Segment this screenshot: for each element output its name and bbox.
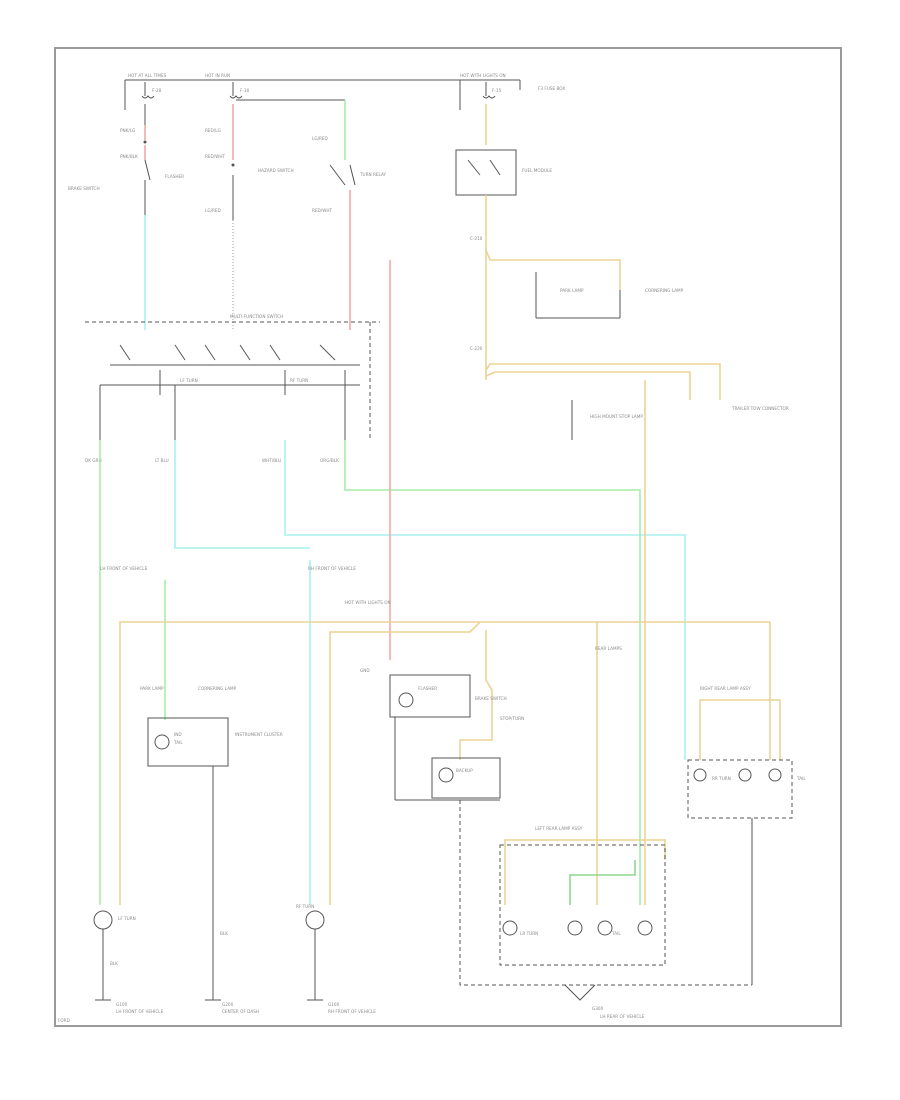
label-multifunction: MULTI-FUNCTION SWITCH — [230, 314, 283, 319]
label-org-blk: ORG/BLK — [320, 458, 339, 463]
fuse-3-label: F-15 — [492, 88, 502, 93]
wire-lg-red: LG/RED — [205, 208, 221, 213]
fuel-module-area: FUEL MODULE C-210 PARK LAMP CORNERING LA… — [455, 104, 789, 440]
label-lr-turn: LR TURN — [520, 931, 538, 936]
left-front-lamp-module: IND TAIL INSTRUMENT CLUSTER BLK — [147, 717, 283, 1000]
label-flasher: FLASHER — [165, 174, 184, 179]
label-park-lamp: PARK LAMP — [560, 288, 584, 293]
label-hot-with-lights: HOT WITH LIGHTS ON — [460, 73, 506, 78]
label-blk-lf: BLK — [110, 961, 118, 966]
rear-ground-path: G300 LH REAR OF VEHICLE — [459, 800, 752, 1019]
wire-pnk-lg: PNK/LG — [120, 128, 135, 133]
label-c210: C-210 — [470, 236, 483, 241]
label-hazard-switch: HAZARD SWITCH — [258, 168, 294, 173]
switch-output-labels: DK GRN LT BLU WHT/BLU ORG/BLK — [85, 458, 339, 463]
label-rh-front: RH FRONT OF VEHICLE — [308, 566, 356, 571]
label-flasher-2: FLASHER — [418, 686, 437, 691]
label-ind: IND — [174, 732, 182, 737]
right-front-lamp: RF TURN G100 RH FRONT OF VEHICLE — [296, 904, 376, 1014]
label-lf-turn: LF TURN — [118, 916, 136, 921]
label-brake-2: BRAKE SWITCH — [475, 696, 507, 701]
label-tail-2: TAIL — [796, 776, 806, 781]
wire-red-lg: RED/LG — [205, 128, 221, 133]
fuse-group: F-28 F-30 F-15 F3 FUSE BOX — [141, 82, 565, 99]
label-high-mount: HIGH MOUNT STOP LAMP — [590, 414, 643, 419]
label-lh-front: LH FRONT OF VEHICLE — [100, 566, 148, 571]
label-wht-blu: WHT/BLU — [262, 458, 281, 463]
label-tail-3: TAIL — [611, 931, 621, 936]
label-rf-turn: RF TURN — [296, 904, 314, 909]
wire-red-wht-2: RED/WHT — [312, 208, 332, 213]
label-c220: C-220 — [470, 346, 483, 351]
label-rear-lamps: REAR LAMPS — [595, 646, 622, 651]
power-bus: HOT AT ALL TIMES HOT IN RUN HOT WITH LIG… — [124, 73, 521, 110]
label-hot-at-all-times: HOT AT ALL TIMES — [128, 73, 167, 78]
label-rr-turn: RR TURN — [712, 776, 731, 781]
fuse-2-label: F-30 — [240, 88, 250, 93]
label-gnd: GND — [360, 668, 370, 673]
label-backup: BACKUP — [456, 768, 473, 773]
mid-labels: LH FRONT OF VEHICLE RH FRONT OF VEHICLE … — [100, 566, 391, 691]
wire-pnk-blk: PNK/BLK — [120, 154, 138, 159]
label-g200: G200 — [222, 1002, 234, 1007]
diagram-frame — [54, 47, 842, 1027]
label-g100: G100 — [116, 1002, 128, 1007]
center-ground: G200 CENTER OF DASH — [205, 999, 259, 1014]
label-left-rear-assy: LEFT REAR LAMP ASSY — [535, 826, 583, 831]
left-front-lamp: LF TURN BLK G100 LH FRONT OF VEHICLE — [93, 910, 164, 1014]
left-rear-assembly: LEFT REAR LAMP ASSY LR TURN TAIL — [499, 826, 666, 966]
label-park-lamp-2: PARK LAMP — [140, 686, 164, 691]
label-blk-mid: BLK — [220, 931, 228, 936]
label-cornering-2: CORNERING LAMP — [198, 686, 237, 691]
label-lh-rear: LH REAR OF VEHICLE — [600, 1014, 645, 1019]
label-hot-lights-2: HOT WITH LIGHTS ON — [345, 600, 391, 605]
label-lf-turn-sw: LF TURN — [180, 378, 198, 383]
label-stop-turn: STOP/TURN — [500, 716, 524, 721]
label-hot-in-run: HOT IN RUN — [205, 73, 230, 78]
multifunction-switch: MULTI-FUNCTION SWITCH LF TURN RF TURN — [85, 314, 380, 440]
label-cornering: CORNERING LAMP — [645, 288, 684, 293]
label-rf-turn-sw: RF TURN — [290, 378, 308, 383]
ignition-switches: PNK/LG PNK/BLK BRAKE SWITCH RED/LG RED/W… — [68, 99, 387, 330]
label-brake-switch: BRAKE SWITCH — [68, 186, 100, 191]
label-g300: G300 — [592, 1006, 604, 1011]
label-dk-grn: DK GRN — [85, 458, 102, 463]
colored-wires — [99, 260, 781, 905]
label-center-dash: CENTER OF DASH — [222, 1009, 259, 1014]
center-module: FLASHER GND BRAKE SWITCH STOP/TURN BACKU… — [360, 668, 524, 801]
label-tail-1: TAIL — [173, 740, 183, 745]
fuse-1-label: F-28 — [152, 88, 162, 93]
right-rear-assembly: REAR LAMPS RIGHT REAR LAMP ASSY RR TURN … — [595, 646, 806, 985]
label-hazard-feed: LG/RED — [312, 136, 328, 141]
label-trailer: TRAILER TOW CONNECTOR — [731, 406, 789, 411]
page-footer: FORD — [58, 1018, 70, 1023]
wire-red-wht: RED/WHT — [205, 154, 225, 159]
label-g100-r: G100 — [328, 1002, 340, 1007]
label-lh-front-2: LH FRONT OF VEHICLE — [116, 1009, 164, 1014]
label-turn-relay: TURN RELAY — [359, 172, 387, 177]
label-lt-blu: LT BLU — [155, 458, 169, 463]
label-cluster: INSTRUMENT CLUSTER — [235, 732, 283, 737]
label-fuel-module: FUEL MODULE — [522, 168, 552, 173]
label-right-rear-assy: RIGHT REAR LAMP ASSY — [700, 686, 751, 691]
label-rh-front-2: RH FRONT OF VEHICLE — [328, 1009, 376, 1014]
fuse-note: F3 FUSE BOX — [538, 86, 565, 91]
